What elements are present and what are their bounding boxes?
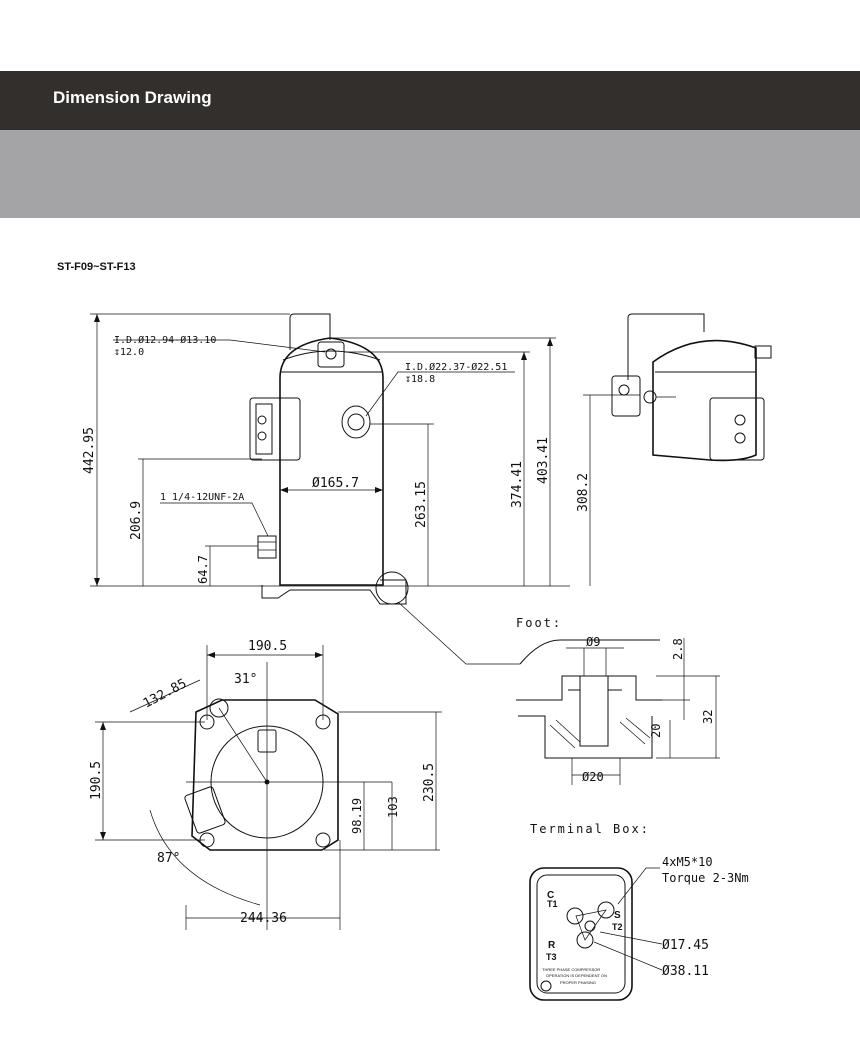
dim-206-9: 206.9 [129,501,144,540]
dim-20: 20 [649,724,663,738]
terminal-t1: T1 [547,899,558,909]
header-band [0,71,860,130]
sub-header-band [0,130,860,218]
terminal-box-detail: Terminal Box: 4xM5*10 Torque 2-3Nm Ø17.4… [529,822,749,1001]
dim-20-diameter: Ø20 [582,770,604,784]
oil-fitting-label: 1 1/4-12UNF-2A [160,492,244,503]
torque-label: Torque 2-3Nm [662,871,749,885]
terminal-t3: T3 [546,952,557,962]
dim-374-41: 374.41 [510,461,525,508]
dim-38-11: Ø38.11 [662,964,709,979]
discharge-depth-label: ↧18.8 [405,374,435,385]
dim-442-95: 442.95 [82,427,97,474]
dim-2-8: 2.8 [671,638,685,660]
suction-depth-label: ↧12.0 [114,347,144,358]
dim-132-85: 132.85 [141,676,190,711]
dim-230-5: 230.5 [422,763,437,802]
bolts-label: 4xM5*10 [662,855,713,869]
discharge-connection-label: I.D.Ø22.37-Ø22.51 [405,361,507,373]
page-title: Dimension Drawing [53,88,212,107]
terminal-note-3: PROPER PHASING [560,980,596,985]
foot-label: Foot: [516,616,562,630]
terminal-s: S [614,910,621,921]
dim-190-5-top: 190.5 [248,639,287,654]
dim-165-7: Ø165.7 [312,476,359,491]
dim-64-7: 64.7 [196,555,210,584]
dim-263-15: 263.15 [414,481,429,528]
dim-403-41: 403.41 [536,437,551,484]
side-view [611,313,772,462]
model-label: ST-F09~ST-F13 [57,261,136,273]
foot-detail: Foot: Ø9 2.8 20 32 Ø20 [397,601,720,785]
dim-103: 103 [386,796,400,818]
dim-32: 32 [701,710,715,724]
terminal-note-1: THREE PHASE COMPRESSOR [542,967,600,972]
terminal-note-2: OPERATION IS DEPENDENT ON [546,973,607,978]
plan-view: 190.5 132.85 31° 190.5 98.19 103 230.5 8… [89,639,442,930]
dim-244-36: 244.36 [240,911,287,926]
angle-31: 31° [234,672,257,687]
terminal-box-label: Terminal Box: [530,822,650,836]
dim-308-2: 308.2 [576,473,591,512]
dim-17-45: Ø17.45 [662,938,709,953]
dim-98-19: 98.19 [350,798,364,834]
suction-connection-label: I.D.Ø12.94-Ø13.10 [114,334,216,346]
terminal-r: R [548,940,556,951]
dim-9: Ø9 [586,635,600,649]
terminal-t2: T2 [612,922,623,932]
dim-190-5-left: 190.5 [89,761,104,800]
terminal-c: C [547,890,554,901]
front-view: I.D.Ø12.94-Ø13.10 ↧12.0 I.D.Ø22.37-Ø22.5… [82,313,640,605]
angle-87: 87° [157,851,180,866]
